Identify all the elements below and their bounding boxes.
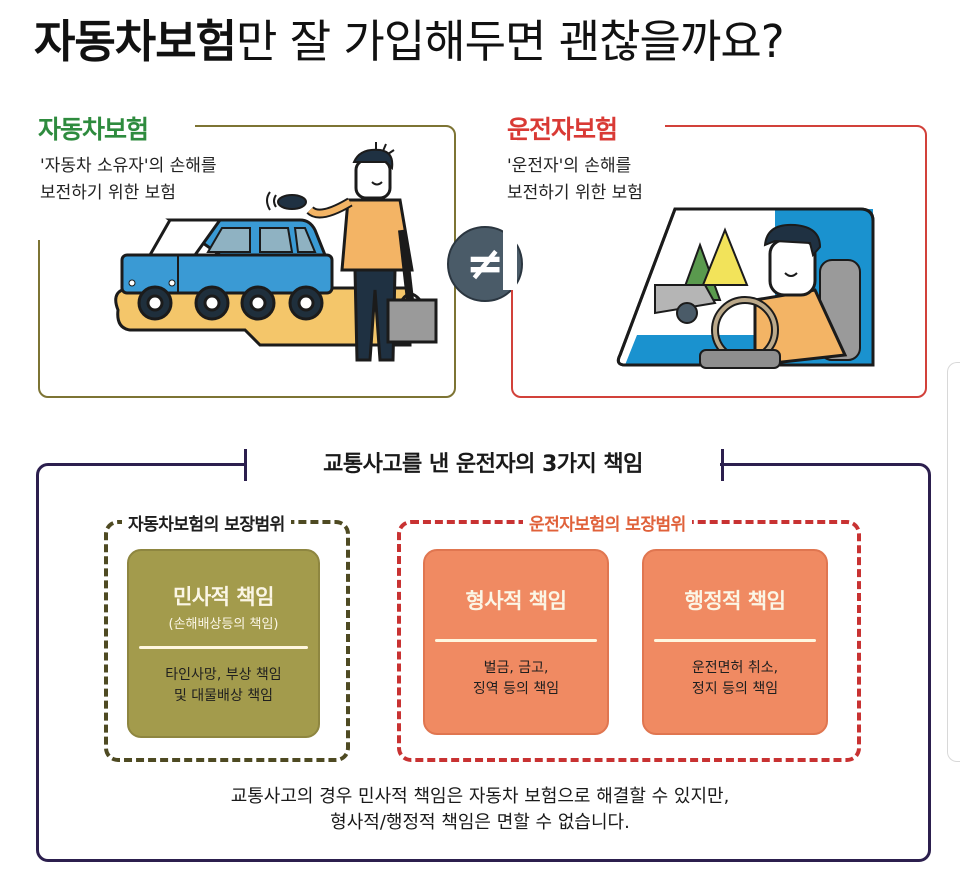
- civil-liability-card: 민사적 책임 (손해배상등의 책임) 타인사망, 부상 책임 및 대물배상 책임: [127, 549, 320, 738]
- card-body-line2: 및 대물배상 책임: [173, 688, 274, 704]
- car-insurance-desc: '자동차 소유자'의 손해를 보전하기 위한 보험: [40, 153, 217, 207]
- man-with-car-key-and-car-icon: [114, 142, 438, 362]
- card-body-line1: 타인사망, 부상 책임: [165, 667, 282, 683]
- administrative-liability-card: 행정적 책임 운전면허 취소, 정지 등의 책임: [642, 549, 828, 735]
- heading-left-tick: [244, 449, 247, 481]
- car-insurance-desc-line1: '자동차 소유자'의 손해를: [40, 156, 217, 176]
- page-title: 자동차보험만 잘 가입해두면 괜찮을까요?: [34, 10, 785, 74]
- heading-right-tick: [721, 449, 724, 481]
- responsibilities-heading: 교통사고를 낸 운전자의 3가지 책임: [246, 448, 720, 482]
- panel-gap: [30, 140, 44, 240]
- card-title: 행정적 책임: [684, 589, 786, 613]
- card-subtitle: (손해배상등의 책임): [168, 617, 279, 632]
- car-insurance-label: 자동차보험: [38, 115, 149, 144]
- driver-insurance-label: 운전자보험: [507, 115, 618, 144]
- title-rest: 만 잘 가입해두면 괜찮을까요?: [236, 15, 785, 68]
- criminal-liability-card: 형사적 책임 벌금, 금고, 징역 등의 책임: [423, 549, 609, 735]
- summary-line1: 교통사고의 경우 민사적 책임은 자동차 보험으로 해결할 수 있지만,: [230, 786, 730, 807]
- driver-insurance-desc: '운전자'의 손해를 보전하기 위한 보험: [507, 153, 643, 207]
- summary-line2: 형사적/행정적 책임은 면할 수 없습니다.: [330, 812, 630, 833]
- card-divider: [435, 639, 597, 642]
- title-highlight: 자동차보험: [34, 15, 237, 68]
- card-divider: [654, 639, 816, 642]
- car-insurance-label-bg: [30, 108, 195, 148]
- edge-panel-handle[interactable]: [947, 362, 960, 762]
- driver-insurance-scope-label: 운전자보험의 보장범위: [523, 510, 692, 535]
- driver-insurance-label-bg: [500, 108, 665, 148]
- card-body: 타인사망, 부상 책임 및 대물배상 책임: [129, 665, 318, 707]
- car-insurance-scope-label: 자동차보험의 보장범위: [122, 510, 291, 535]
- card-body-line1: 벌금, 금고,: [483, 660, 549, 676]
- panel-gap: [503, 140, 517, 290]
- card-title: 형사적 책임: [465, 589, 567, 613]
- card-divider: [139, 646, 308, 649]
- card-body-line2: 징역 등의 책임: [472, 681, 560, 697]
- card-body-line2: 정지 등의 책임: [691, 681, 779, 697]
- driver-insurance-desc-line2: 보전하기 위한 보험: [507, 183, 643, 203]
- card-body: 운전면허 취소, 정지 등의 책임: [644, 658, 826, 700]
- car-insurance-desc-line2: 보전하기 위한 보험: [40, 183, 176, 203]
- summary-text: 교통사고의 경우 민사적 책임은 자동차 보험으로 해결할 수 있지만, 형사적…: [60, 784, 900, 836]
- card-title: 민사적 책임: [173, 585, 274, 609]
- card-body: 벌금, 금고, 징역 등의 책임: [425, 658, 607, 700]
- card-body-line1: 운전면허 취소,: [691, 660, 779, 676]
- man-driving-car-icon: [616, 207, 875, 369]
- driver-insurance-desc-line1: '운전자'의 손해를: [507, 156, 632, 176]
